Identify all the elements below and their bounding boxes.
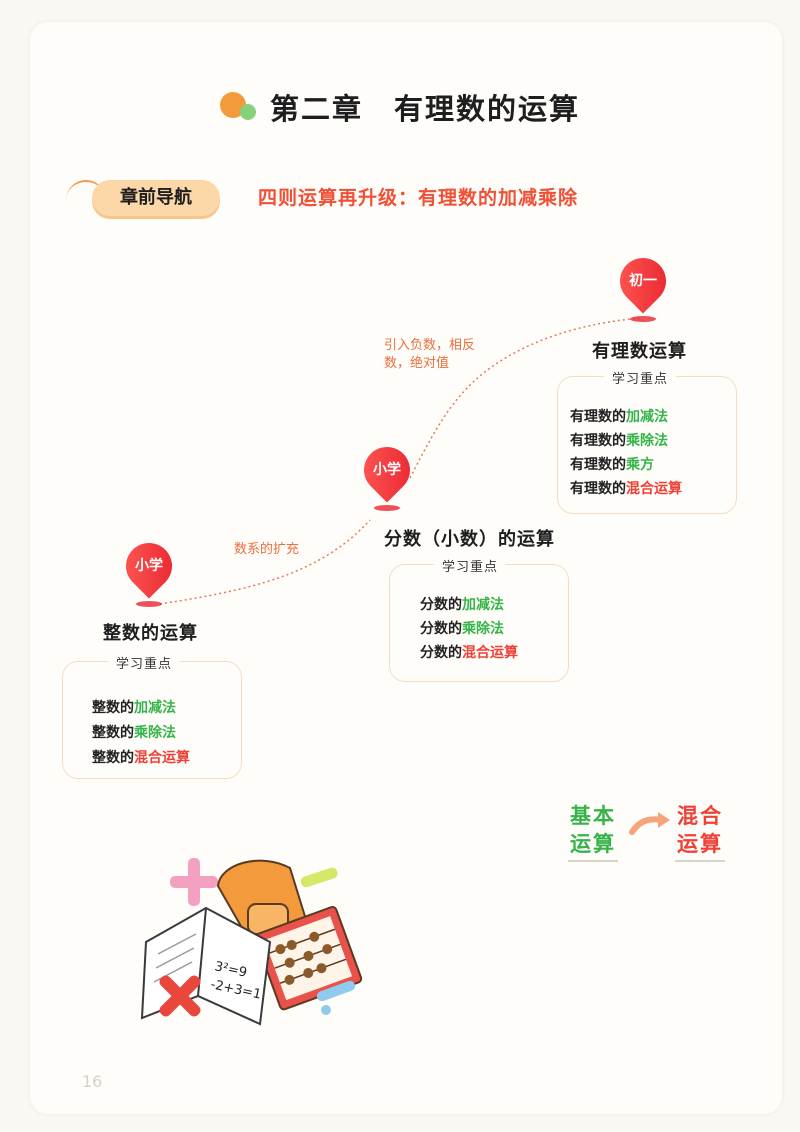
path-segment-1 bbox=[159, 519, 371, 605]
path-segment-2 bbox=[409, 317, 641, 479]
annotation-negatives-line1: 引入负数，相反 bbox=[384, 338, 476, 353]
study-illustration: 3²=9 -2+3=1 bbox=[140, 858, 363, 1026]
card-fraction bbox=[389, 564, 569, 682]
annotation-negatives-line2: 数，绝对值 bbox=[384, 356, 450, 371]
card-rational-item-2: 有理数的乘除法 bbox=[570, 433, 668, 449]
nav-subtitle: 四则运算再升级：有理数的加减乘除 bbox=[258, 187, 579, 209]
title-dots-icon bbox=[219, 92, 258, 122]
card-rational-item-3: 有理数的乘方 bbox=[570, 457, 654, 473]
compare-basic-line2: 运算 bbox=[570, 832, 616, 856]
card-integer-item-3: 整数的混合运算 bbox=[92, 750, 190, 766]
card-rational-label: 学习重点 bbox=[604, 368, 677, 387]
annotation-extend-numbers: 数系的扩充 bbox=[234, 542, 300, 557]
pin-integer: 小学 bbox=[116, 533, 182, 609]
nav-hook-icon bbox=[66, 180, 106, 206]
nav-label: 章前导航 bbox=[92, 180, 220, 216]
times-sign-icon bbox=[159, 975, 201, 1017]
chapter-title-row: 第二章 有理数的运算 bbox=[0, 86, 800, 128]
compare-mixed-line2: 运算 bbox=[677, 832, 723, 856]
card-integer-item-2: 整数的乘除法 bbox=[92, 725, 176, 741]
card-fraction-label: 学习重点 bbox=[434, 556, 507, 575]
book-formula-1: 3²=9 bbox=[213, 959, 248, 980]
card-fraction-item-3: 分数的混合运算 bbox=[420, 645, 518, 661]
card-rational bbox=[557, 376, 737, 514]
card-rational-item-1: 有理数的加减法 bbox=[570, 409, 668, 425]
compare-mixed: 混合 运算 bbox=[677, 802, 723, 858]
minus-sign-icon bbox=[316, 980, 356, 1002]
compare-mixed-line1: 混合 bbox=[677, 804, 723, 828]
chapter-title: 第二章 有理数的运算 bbox=[269, 92, 580, 126]
bar-shape-icon bbox=[300, 867, 338, 888]
compare-basic-line1: 基本 bbox=[570, 804, 616, 828]
card-rational-item-4: 有理数的混合运算 bbox=[570, 481, 682, 497]
node-rational-title: 有理数运算 bbox=[592, 341, 687, 362]
node-integer-title: 整数的运算 bbox=[103, 623, 198, 644]
node-fraction-title: 分数（小数）的运算 bbox=[384, 529, 555, 550]
card-fraction-item-2: 分数的乘除法 bbox=[420, 621, 504, 637]
pin-rational-label: 初一 bbox=[629, 273, 657, 289]
pin-integer-label: 小学 bbox=[135, 558, 163, 574]
card-integer-item-1: 整数的加减法 bbox=[92, 700, 176, 716]
annotation-negatives: 引入负数，相反 数，绝对值 bbox=[384, 337, 475, 373]
card-fraction-item-1: 分数的加减法 bbox=[420, 597, 504, 613]
dot-shape-icon bbox=[321, 1005, 331, 1015]
card-integer bbox=[62, 661, 242, 779]
card-integer-label: 学习重点 bbox=[108, 653, 181, 672]
plus-sign-icon bbox=[170, 858, 218, 906]
pin-fraction-label: 小学 bbox=[373, 462, 401, 478]
page-number: 16 bbox=[82, 1072, 103, 1091]
arrow-right-icon bbox=[629, 812, 670, 835]
compare-basic: 基本 运算 bbox=[570, 802, 616, 858]
abacus-icon bbox=[254, 905, 363, 1011]
pin-rational: 初一 bbox=[610, 248, 676, 324]
pin-fraction: 小学 bbox=[354, 437, 420, 513]
